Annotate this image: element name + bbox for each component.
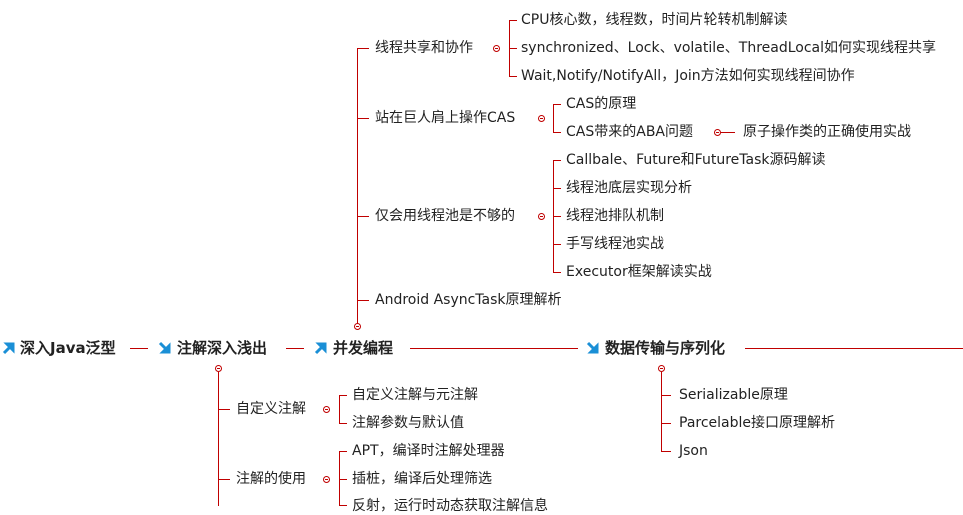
- connector: [721, 132, 735, 133]
- connector: [339, 451, 340, 506]
- list-item[interactable]: 原子操作类的正确使用实战: [743, 124, 911, 140]
- connector: [357, 48, 358, 324]
- node-threadpool[interactable]: 仅会用线程池是不够的: [375, 208, 515, 224]
- connector: [661, 451, 671, 452]
- collapse-icon[interactable]: [658, 365, 665, 372]
- connector: [357, 216, 369, 217]
- connector: [661, 395, 671, 396]
- connector: [218, 479, 230, 480]
- list-item[interactable]: Serializable原理: [679, 387, 788, 403]
- list-item[interactable]: Wait,Notify/NotifyAll，Join方法如何实现线程间协作: [521, 68, 855, 84]
- list-item[interactable]: Parcelable接口原理解析: [679, 415, 836, 431]
- connector: [661, 423, 671, 424]
- collapse-icon[interactable]: [215, 365, 222, 372]
- node-concurrency[interactable]: 并发编程: [333, 339, 394, 357]
- connector: [553, 216, 561, 217]
- list-item[interactable]: CPU核心数，线程数，时间片轮转机制解读: [521, 12, 788, 28]
- node-thread-sharing[interactable]: 线程共享和协作: [375, 40, 473, 56]
- collapse-icon[interactable]: [354, 323, 361, 330]
- collapse-icon[interactable]: [493, 45, 500, 52]
- list-item[interactable]: synchronized、Lock、volatile、ThreadLocal如何…: [521, 40, 937, 56]
- list-item[interactable]: 线程池排队机制: [566, 208, 664, 224]
- list-item[interactable]: APT，编译时注解处理器: [352, 443, 505, 459]
- connector: [357, 118, 369, 119]
- node-annotation-usage[interactable]: 注解的使用: [236, 471, 306, 487]
- connector: [745, 348, 963, 349]
- connector: [553, 244, 561, 245]
- node-generics[interactable]: 深入Java泛型: [20, 339, 116, 357]
- list-item[interactable]: 线程池底层实现分析: [566, 180, 692, 196]
- list-item[interactable]: CAS的原理: [566, 96, 637, 112]
- list-item[interactable]: 插桩，编译后处理筛选: [352, 471, 492, 487]
- connector: [357, 48, 369, 49]
- list-item[interactable]: 手写线程池实战: [566, 236, 664, 252]
- node-annotations[interactable]: 注解深入浅出: [177, 339, 268, 357]
- connector: [509, 48, 517, 49]
- arrow-up-right-icon: [314, 342, 327, 355]
- connector: [130, 348, 148, 349]
- list-item[interactable]: CAS带来的ABA问题: [566, 124, 693, 140]
- connector: [661, 372, 662, 452]
- connector: [357, 300, 369, 301]
- connector: [339, 479, 347, 480]
- collapse-icon[interactable]: [538, 213, 545, 220]
- connector: [339, 451, 347, 452]
- connector: [339, 423, 347, 424]
- connector: [509, 76, 517, 77]
- connector: [218, 409, 230, 410]
- connector: [339, 395, 347, 396]
- arrow-down-right-icon: [158, 341, 171, 354]
- arrow-down-right-icon: [586, 341, 599, 354]
- collapse-icon[interactable]: [538, 115, 545, 122]
- connector: [553, 188, 561, 189]
- list-item[interactable]: Executor框架解读实战: [566, 264, 712, 280]
- node-asynctask[interactable]: Android AsyncTask原理解析: [375, 292, 562, 308]
- connector: [553, 104, 554, 132]
- connector: [553, 272, 561, 273]
- node-serialization[interactable]: 数据传输与序列化: [605, 339, 726, 357]
- collapse-icon[interactable]: [714, 129, 721, 136]
- list-item[interactable]: 反射，运行时动态获取注解信息: [352, 498, 548, 514]
- connector: [553, 160, 561, 161]
- connector: [410, 348, 578, 349]
- connector: [218, 372, 219, 506]
- node-custom-annotation[interactable]: 自定义注解: [236, 401, 306, 417]
- connector: [509, 20, 517, 21]
- list-item[interactable]: Callbale、Future和FutureTask源码解读: [566, 152, 826, 168]
- connector: [553, 132, 561, 133]
- list-item[interactable]: 自定义注解与元注解: [352, 387, 478, 403]
- connector: [286, 348, 304, 349]
- arrow-up-right-icon: [2, 342, 15, 355]
- list-item[interactable]: Json: [679, 443, 708, 459]
- connector: [553, 104, 561, 105]
- connector: [339, 395, 340, 423]
- node-cas[interactable]: 站在巨人肩上操作CAS: [375, 110, 516, 126]
- collapse-icon[interactable]: [323, 476, 330, 483]
- list-item[interactable]: 注解参数与默认值: [352, 415, 464, 431]
- collapse-icon[interactable]: [323, 406, 330, 413]
